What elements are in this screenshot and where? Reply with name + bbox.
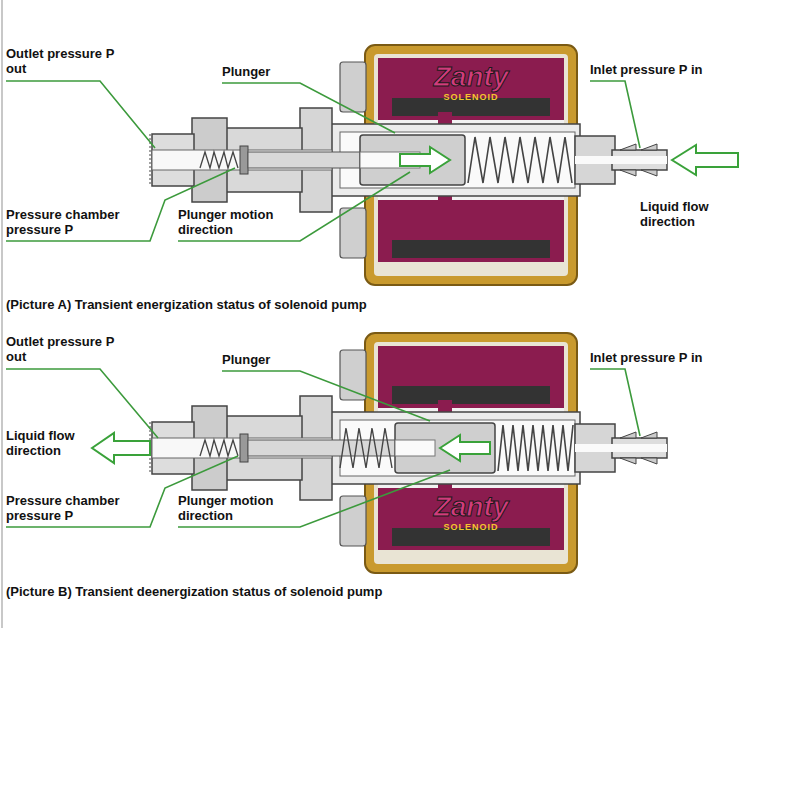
leader-lines: [6, 369, 640, 527]
leader-line: [222, 371, 430, 421]
callout-label: Inlet pressure P in: [590, 350, 760, 365]
brand-subtitle: SOLENOID: [443, 92, 498, 103]
label-holder: Plunger motion direction: [178, 207, 293, 237]
callout-label: Plunger motion direction: [178, 207, 293, 237]
label-holder: Pressure chamber pressure P: [6, 207, 156, 237]
label-holder: Plunger motion direction: [178, 493, 293, 523]
plunger: [395, 423, 495, 473]
leader-line: [222, 83, 395, 133]
motion-arrow: [440, 435, 490, 461]
pump-b: [150, 333, 667, 573]
flow-arrow: [92, 433, 150, 463]
label-holder: (Picture A) Transient energization statu…: [6, 297, 706, 312]
leader-line: [590, 81, 640, 148]
plunger-stem: [248, 152, 360, 168]
callout-label: Plunger: [222, 64, 302, 79]
leader-lines: [6, 81, 640, 241]
callout-label: Pressure chamber pressure P: [6, 493, 156, 523]
label-holder: Liquid flow direction: [6, 428, 90, 458]
return-spring: [498, 425, 573, 471]
label-holder: Outlet pressure P out: [6, 46, 118, 76]
motion-arrow: [400, 147, 450, 173]
return-spring: [468, 137, 572, 183]
callout-label: Liquid flow direction: [640, 199, 750, 229]
callout-label: Liquid flow direction: [6, 428, 90, 458]
label-holder: Outlet pressure P out: [6, 334, 118, 364]
callout-label: Plunger: [222, 352, 302, 367]
callout-label: Outlet pressure P out: [6, 334, 118, 364]
leader-line: [590, 369, 640, 436]
figure-caption: (Picture B) Transient deenergization sta…: [6, 584, 706, 599]
brand-subtitle: SOLENOID: [443, 522, 498, 533]
callout-label: Pressure chamber pressure P: [6, 207, 156, 237]
page-border: [1, 0, 3, 628]
leader-line: [6, 369, 158, 438]
coil-badge: ZantySOLENOID: [378, 58, 564, 120]
label-holder: Inlet pressure P in: [590, 350, 760, 365]
leader-line: [6, 81, 155, 148]
figure-caption: (Picture A) Transient energization statu…: [6, 297, 706, 312]
coil-badge: ZantySOLENOID: [378, 488, 564, 550]
callout-label: Inlet pressure P in: [590, 62, 760, 77]
leader-line: [178, 470, 450, 527]
pump-a: [150, 45, 667, 285]
brand-name: Zanty: [434, 62, 509, 92]
label-holder: Pressure chamber pressure P: [6, 493, 156, 523]
leader-line: [178, 172, 410, 241]
plunger-hole: [395, 440, 435, 456]
plunger: [360, 135, 465, 185]
label-holder: Plunger: [222, 352, 302, 367]
label-holder: Inlet pressure P in: [590, 62, 760, 77]
chamber-spring: [340, 428, 392, 468]
callout-label: Outlet pressure P out: [6, 46, 118, 76]
label-holder: Liquid flow direction: [640, 199, 750, 229]
brand-name: Zanty: [434, 492, 509, 522]
label-holder: (Picture B) Transient deenergization sta…: [6, 584, 706, 599]
label-holder: Plunger: [222, 64, 302, 79]
callout-label: Plunger motion direction: [178, 493, 293, 523]
flow-arrow: [672, 145, 738, 175]
